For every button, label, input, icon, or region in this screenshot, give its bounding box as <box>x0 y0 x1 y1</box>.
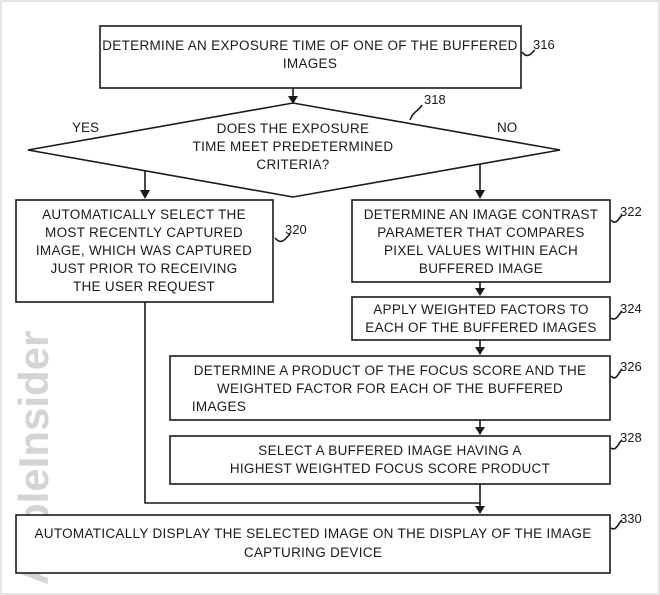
step-322-line-3: PIXEL VALUES WITHIN EACH <box>384 243 578 258</box>
arrowhead-yes <box>140 190 150 199</box>
leader-328 <box>610 439 623 450</box>
leader-322 <box>610 214 623 223</box>
step-320-line-3: IMAGE, WHICH WAS CAPTURED <box>36 243 252 258</box>
step-326-line-1: DETERMINE A PRODUCT OF THE FOCUS SCORE A… <box>194 363 587 378</box>
decision-318-diamond <box>27 102 561 198</box>
ref-328: 328 <box>620 430 642 445</box>
step-322: DETERMINE AN IMAGE CONTRAST PARAMETER TH… <box>351 199 642 283</box>
step-320-box <box>15 199 274 303</box>
decision-318-line-3: CRITERIA? <box>256 157 329 172</box>
ref-316: 316 <box>533 37 555 52</box>
ref-322: 322 <box>620 204 642 219</box>
step-322-line-4: BUFFERED IMAGE <box>419 261 543 276</box>
step-316-line-2: IMAGES <box>283 56 337 71</box>
ref-318: 318 <box>424 92 446 107</box>
step-326-box <box>169 355 611 421</box>
arrowhead-316-318 <box>288 96 298 104</box>
leader-318 <box>409 104 423 121</box>
ref-324: 324 <box>620 301 642 316</box>
step-320-line-1: AUTOMATICALLY SELECT THE <box>42 207 246 222</box>
step-316-box <box>99 25 522 89</box>
step-324-line-2: EACH OF THE BUFFERED IMAGES <box>365 320 596 335</box>
step-320-line-4: JUST PRIOR TO RECEIVING <box>51 261 238 276</box>
ref-320: 320 <box>285 222 307 237</box>
step-330-line-2: CAPTURING DEVICE <box>244 545 382 560</box>
arrowhead-326-328 <box>475 427 485 435</box>
step-326-line-3: IMAGES <box>192 399 246 414</box>
step-320-line-2: MOST RECENTLY CAPTURED <box>45 225 243 240</box>
connector-320-330 <box>144 302 480 504</box>
step-328-line-2: HIGHEST WEIGHTED FOCUS SCORE PRODUCT <box>230 461 550 476</box>
step-322-box <box>351 199 611 283</box>
step-330: AUTOMATICALLY DISPLAY THE SELECTED IMAGE… <box>15 511 642 574</box>
leader-326 <box>610 368 623 379</box>
step-320: AUTOMATICALLY SELECT THE MOST RECENTLY C… <box>15 199 307 303</box>
decision-318: DOES THE EXPOSURE TIME MEET PREDETERMINE… <box>27 92 561 198</box>
ref-326: 326 <box>620 359 642 374</box>
step-330-box <box>15 514 611 574</box>
step-316: DETERMINE AN EXPOSURE TIME OF ONE OF THE… <box>99 25 555 89</box>
step-316-line-1: DETERMINE AN EXPOSURE TIME OF ONE OF THE… <box>102 38 518 53</box>
step-324-line-1: APPLY WEIGHTED FACTORS TO <box>373 302 589 317</box>
ref-330: 330 <box>620 511 642 526</box>
step-322-line-2: PARAMETER THAT COMPARES <box>377 225 584 240</box>
arrowhead-no <box>475 190 485 199</box>
step-326: DETERMINE A PRODUCT OF THE FOCUS SCORE A… <box>169 355 642 421</box>
leader-330 <box>610 519 623 530</box>
arrowhead-322-324 <box>475 288 485 296</box>
step-326-line-2: WEIGHTED FACTOR FOR EACH OF THE BUFFERED <box>217 381 563 396</box>
decision-318-line-2: TIME MEET PREDETERMINED <box>193 139 394 154</box>
step-328-line-1: SELECT A BUFFERED IMAGE HAVING A <box>258 443 521 458</box>
leader-316 <box>521 49 536 57</box>
step-324: APPLY WEIGHTED FACTORS TO EACH OF THE BU… <box>351 296 642 341</box>
step-322-line-1: DETERMINE AN IMAGE CONTRAST <box>364 207 599 222</box>
arrowhead-328-330 <box>475 506 485 514</box>
branch-no-label: NO <box>497 120 517 135</box>
step-330-line-1: AUTOMATICALLY DISPLAY THE SELECTED IMAGE… <box>34 526 591 541</box>
arrowhead-324-326 <box>475 347 485 355</box>
leader-324 <box>610 310 623 320</box>
step-320-line-5: THE USER REQUEST <box>73 279 215 294</box>
step-328-box <box>169 435 611 485</box>
decision-318-line-1: DOES THE EXPOSURE <box>217 121 370 136</box>
leader-320 <box>274 233 291 243</box>
step-324-box <box>351 296 611 341</box>
branch-yes-label: YES <box>72 120 99 135</box>
step-328: SELECT A BUFFERED IMAGE HAVING A HIGHEST… <box>169 430 642 485</box>
